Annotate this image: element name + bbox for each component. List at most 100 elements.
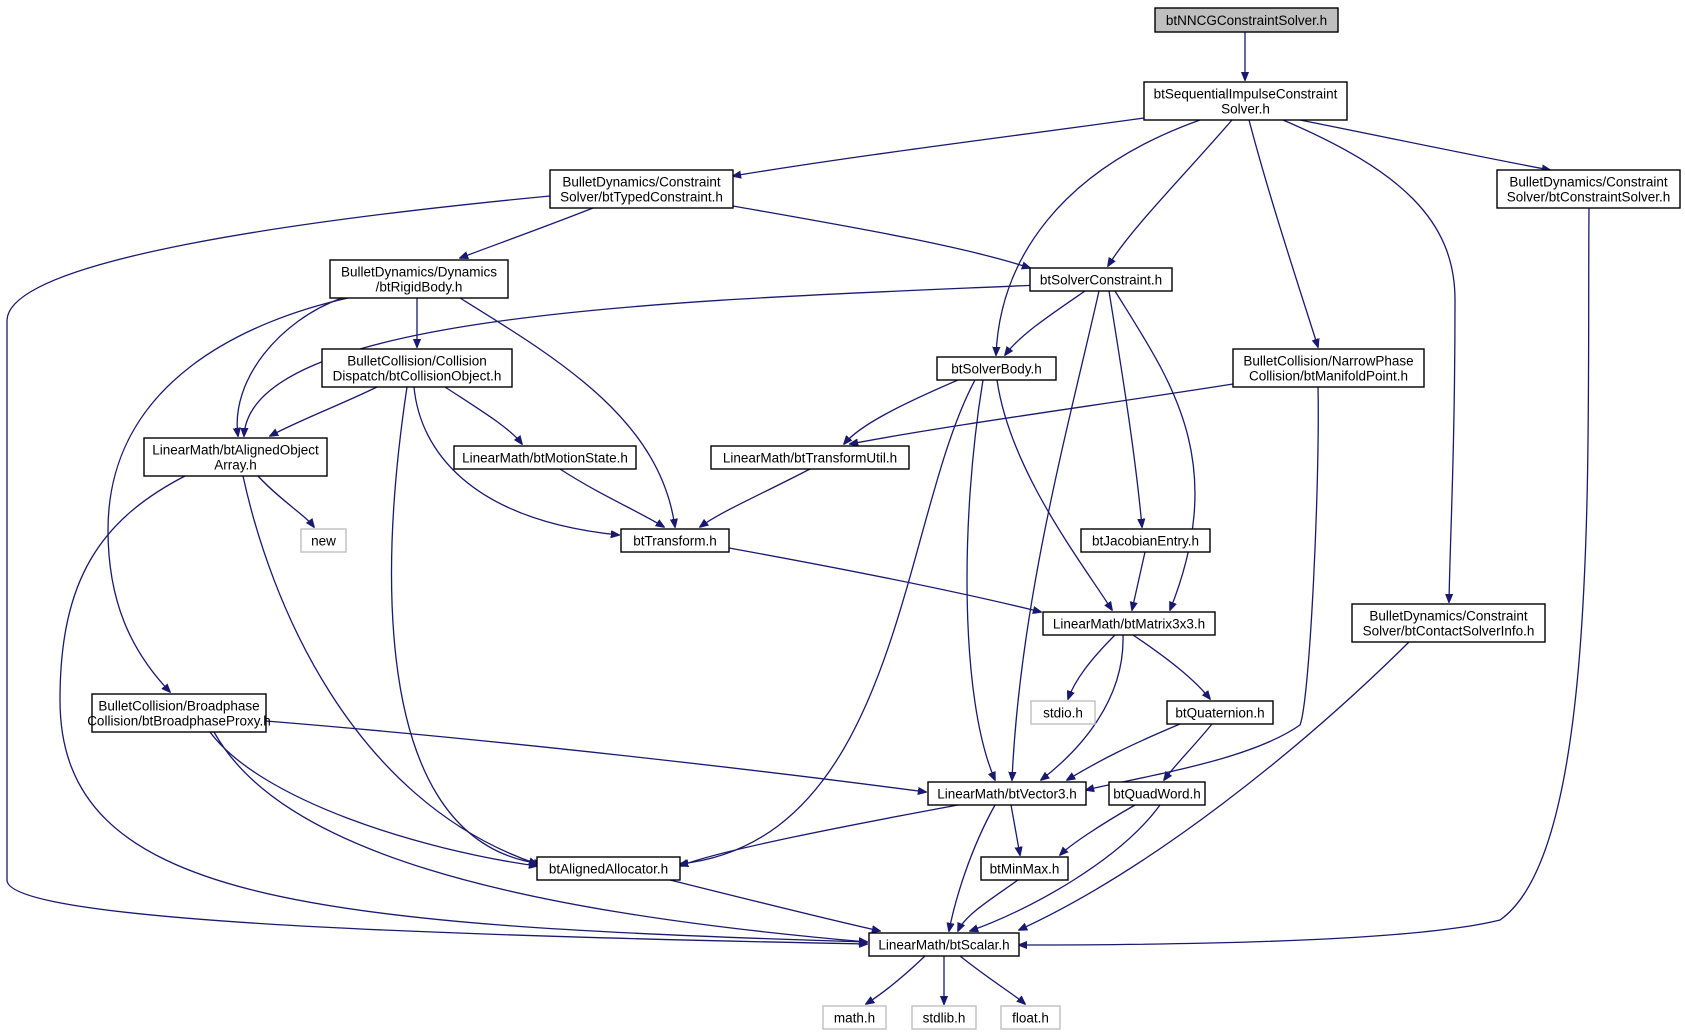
- edge-line: [680, 804, 959, 866]
- node-label-line: LinearMath/btTransformUtil.h: [723, 451, 897, 466]
- edge-line: [1067, 723, 1181, 780]
- node-float: float.h: [1000, 1005, 1061, 1030]
- node-stdlib: stdlib.h: [911, 1005, 977, 1030]
- node-label-line: LinearMath/btAlignedObject: [152, 443, 319, 458]
- edge-line: [850, 383, 1234, 444]
- node-root[interactable]: btNNCGConstraintSolver.h: [1154, 7, 1339, 33]
- node-alalloc[interactable]: btAlignedAllocator.h: [536, 856, 681, 881]
- node-label-line: btAlignedAllocator.h: [549, 862, 668, 877]
- edge-scalar-to-float: [959, 955, 1025, 1004]
- node-motion[interactable]: LinearMath/btMotionState.h: [453, 445, 637, 470]
- node-box: [1080, 528, 1211, 553]
- edge-solvbody-to-vector3: [966, 379, 995, 780]
- node-box: [822, 1005, 887, 1030]
- node-typed[interactable]: BulletDynamics/ConstraintSolver/btTypedC…: [549, 169, 734, 209]
- edge-line: [1164, 723, 1213, 780]
- node-solvcon[interactable]: btSolverConstraint.h: [1029, 267, 1173, 292]
- edge-line: [213, 731, 867, 942]
- node-scalar[interactable]: LinearMath/btScalar.h: [868, 932, 1020, 957]
- node-box: [710, 445, 910, 470]
- node-jacobian[interactable]: btJacobianEntry.h: [1080, 528, 1211, 553]
- node-quat[interactable]: btQuaternion.h: [1166, 700, 1274, 725]
- node-box: [868, 932, 1020, 957]
- edge-line: [732, 205, 1030, 268]
- node-bproxy[interactable]: BulletCollision/BroadphaseCollision/btBr…: [87, 693, 271, 733]
- edge-typed-to-solvcon: [732, 205, 1030, 268]
- node-math: math.h: [822, 1005, 887, 1030]
- node-label-line: Collision/btManifoldPoint.h: [1249, 369, 1408, 384]
- edge-line: [244, 284, 1039, 436]
- edge-minmax-to-scalar: [958, 879, 1019, 931]
- node-label-line: btQuaternion.h: [1175, 706, 1264, 721]
- edge-vector3-to-alalloc: [680, 804, 959, 866]
- node-manifold[interactable]: BulletCollision/NarrowPhaseCollision/btM…: [1232, 348, 1425, 388]
- node-label-line: Solver/btContactSolverInfo.h: [1363, 624, 1535, 639]
- edge-line: [1012, 290, 1100, 780]
- node-label-line: stdio.h: [1043, 706, 1083, 721]
- node-label-line: math.h: [834, 1011, 875, 1026]
- edge-line: [1282, 119, 1456, 602]
- node-box: [1496, 169, 1681, 209]
- node-label-line: BulletDynamics/Constraint: [1509, 175, 1668, 190]
- edge-line: [265, 720, 926, 792]
- node-label-line: btSolverConstraint.h: [1040, 273, 1162, 288]
- node-box: [549, 169, 734, 209]
- node-tutil[interactable]: LinearMath/btTransformUtil.h: [710, 445, 910, 470]
- edge-contactinfo-to-scalar: [1019, 641, 1410, 930]
- node-matrix[interactable]: LinearMath/btMatrix3x3.h: [1042, 611, 1216, 636]
- node-label-line: LinearMath/btVector3.h: [937, 787, 1077, 802]
- node-box: [1143, 81, 1348, 121]
- edge-line: [1108, 119, 1233, 266]
- edge-quadword-to-minmax: [1060, 804, 1136, 855]
- edge-line: [728, 547, 1041, 612]
- node-label-line: Solver/btTypedConstraint.h: [560, 190, 723, 205]
- edge-line: [1068, 634, 1116, 699]
- edge-colobj-to-motion: [444, 386, 522, 444]
- edge-line: [1060, 804, 1136, 855]
- edge-line: [459, 297, 675, 527]
- node-new: new: [300, 528, 347, 553]
- node-rigid[interactable]: BulletDynamics/Dynamics/btRigidBody.h: [329, 259, 509, 299]
- edge-rigid-to-transform: [459, 297, 675, 527]
- node-colobj[interactable]: BulletCollision/CollisionDispatch/btColl…: [321, 348, 513, 388]
- edge-line: [391, 386, 542, 864]
- node-label-line: BulletCollision/NarrowPhase: [1243, 354, 1413, 369]
- node-contactinfo[interactable]: BulletDynamics/ConstraintSolver/btContac…: [1351, 603, 1546, 643]
- edge-line: [444, 386, 522, 444]
- edge-line: [1019, 641, 1410, 930]
- edge-line: [1114, 290, 1196, 610]
- node-minmax[interactable]: btMinMax.h: [980, 856, 1069, 881]
- node-vector3[interactable]: LinearMath/btVector3.h: [927, 781, 1087, 806]
- edge-jacobian-to-matrix: [1132, 551, 1146, 610]
- node-label-line: BulletCollision/Broadphase: [98, 699, 259, 714]
- node-solvbody[interactable]: btSolverBody.h: [936, 356, 1057, 381]
- edge-vector3-to-minmax: [1010, 804, 1020, 855]
- edge-line: [237, 297, 343, 436]
- node-label-line: btMinMax.h: [990, 862, 1060, 877]
- node-label-line: Array.h: [214, 458, 257, 473]
- node-label-line: BulletCollision/Collision: [347, 354, 487, 369]
- node-transform[interactable]: btTransform.h: [620, 528, 730, 553]
- node-label-line: LinearMath/btScalar.h: [878, 938, 1009, 953]
- node-box: [321, 348, 513, 388]
- edge-alarr-to-new: [257, 475, 314, 527]
- nodes-layer: btNNCGConstraintSolver.h btSequentialImpu…: [87, 7, 1681, 1030]
- edge-line: [970, 804, 1161, 931]
- edge-seq-to-contactinfo: [1282, 119, 1456, 602]
- edge-line: [1248, 119, 1318, 347]
- edge-solvcon-to-matrix: [1114, 290, 1196, 610]
- edge-line: [1086, 386, 1319, 790]
- node-label-line: btSolverBody.h: [951, 362, 1042, 377]
- edge-tutil-to-transform: [700, 468, 811, 527]
- edge-vector3-to-scalar: [949, 804, 996, 931]
- node-label-line: btJacobianEntry.h: [1092, 534, 1199, 549]
- node-csolver[interactable]: BulletDynamics/ConstraintSolver/btConstr…: [1496, 169, 1681, 209]
- node-quadword[interactable]: btQuadWord.h: [1108, 781, 1206, 806]
- edge-line: [669, 879, 880, 931]
- node-label-line: btTransform.h: [633, 534, 717, 549]
- node-label-line: BulletDynamics/Dynamics: [341, 265, 497, 280]
- node-stdio: stdio.h: [1030, 700, 1096, 725]
- edge-quat-to-quadword: [1164, 723, 1213, 780]
